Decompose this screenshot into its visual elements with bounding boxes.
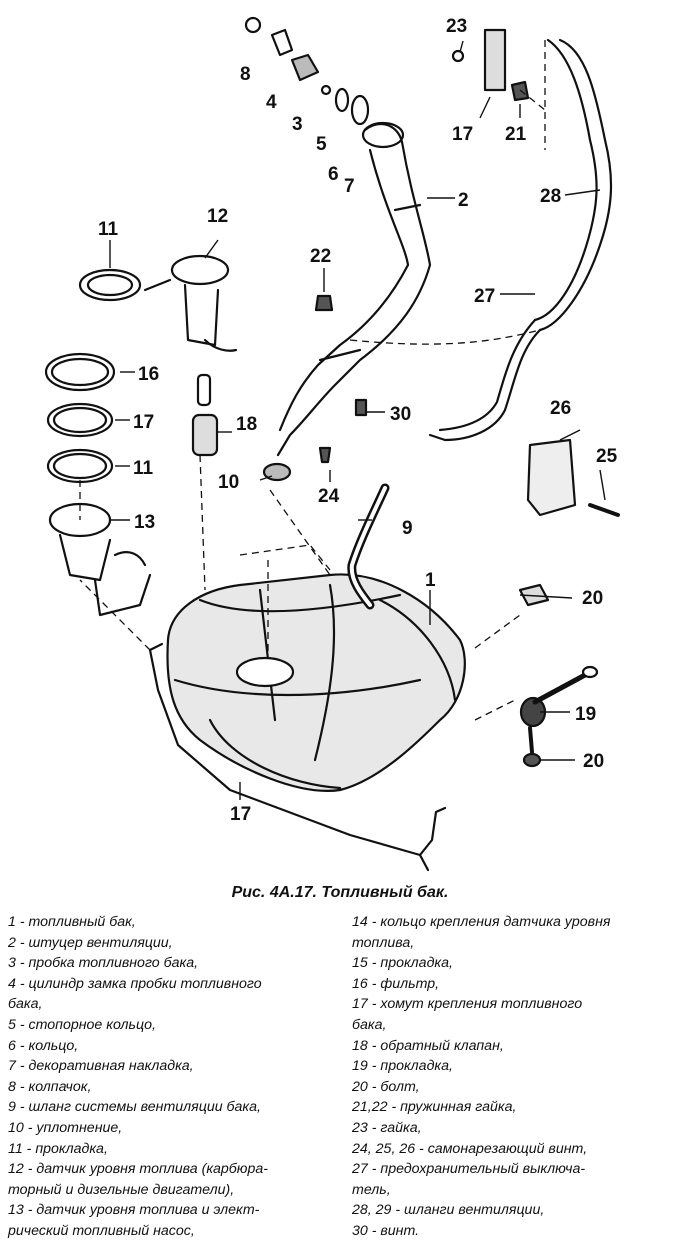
legend-line: 6 - кольцо, [8,1037,79,1054]
legend-line: торный и дизельные двигатели), [8,1181,235,1198]
callout-29: 28 [540,186,561,207]
legend-line: 20 - болт, [352,1078,420,1095]
legend-left-column: 1 - топливный бак, 2 - штуцер вентиляции… [8,912,342,1242]
callout-12: 12 [207,206,228,227]
callout-25: 24 [318,486,340,507]
callout-4: 4 [266,92,277,113]
retaining-ring-5 [320,84,332,96]
legend-line: 3 - пробка топливного бака, [8,955,199,972]
callout-11-top: 11 [98,219,119,240]
fuel-tank [166,573,466,792]
figure-caption: Рис. 4А.17. Топливный бак. [231,884,449,901]
trim-7 [350,94,370,126]
screw-30 [354,398,368,417]
vent-hoses [428,38,613,442]
legend-line: 8 - колпачок, [8,1078,92,1095]
callout-5: 5 [316,134,327,155]
legend-line: тель, [352,1181,391,1198]
callout-17: 17 [230,804,251,825]
legend-line: 16 - фильтр, [352,975,440,992]
callout-21: 20 [582,588,603,609]
legend-line: 5 - стопорное кольцо, [8,1016,156,1033]
fuel-tank-diagram: 8 4 3 5 6 7 23 17 21 28 2 11 12 22 27 16… [44,16,620,872]
legend-line: 24, 25, 26 - самонарезающий винт, [352,1140,588,1157]
callout-22: 21 [505,124,527,145]
legend-line: 17 - хомут крепления топливного [352,996,583,1013]
legend-line: 21,22 - пружинная гайка, [352,1099,517,1116]
legend-right-column: 14 - кольцо крепления датчика уровня топ… [352,912,676,1242]
callout-26: 25 [596,446,618,467]
callout-19: 19 [575,704,596,725]
callout-1: 1 [425,570,436,591]
callout-3: 3 [292,114,303,135]
legend-line: 9 - шланг системы вентиляции бака, [8,1099,261,1116]
ring-14 [44,352,116,392]
cap-8 [244,16,262,34]
callout-18: 17 [452,124,473,145]
callout-30: 30 [390,404,411,425]
legend-line: 19 - прокладка, [352,1058,453,1075]
legend-line: 27 - предохранительный выключа- [352,1161,586,1178]
callout-11-bottom: 11 [133,458,154,479]
legend-line: 28, 29 - шланги вентиляции, [352,1202,545,1219]
legend-line: 1 - топливный бак, [8,914,136,930]
callout-15: 17 [133,412,154,433]
callout-27: 26 [550,398,571,419]
safety-switch-27 [526,438,620,517]
legend-line: 13 - датчик уровня топлива и элект- [8,1202,260,1219]
legend-line: 14 - кольцо крепления датчика уровня [352,914,611,930]
legend-line: 7 - декоративная накладка, [8,1058,194,1075]
filler-neck [276,121,432,457]
legend-line: рический топливный насос, [8,1222,195,1239]
legend-line: 30 - винт. [352,1222,420,1239]
legend-line: 11 - прокладка, [8,1140,108,1157]
legend-line: 15 - прокладка, [352,955,453,972]
screw-25 [318,446,332,464]
legend-line: 18 - обратный клапан, [352,1037,504,1054]
callout-7: 7 [344,176,355,197]
callout-10: 10 [218,472,239,493]
legend-line: 10 - уплотнение, [8,1119,123,1136]
legend-line: 4 - цилиндр замка пробки топливного [8,975,262,992]
callout-2: 2 [458,190,469,211]
spring-nut-21 [518,583,550,607]
legend-line: 12 - датчик уровня топлива (карбюра- [8,1161,268,1178]
callout-8: 8 [240,64,251,85]
callout-6: 6 [328,164,339,185]
callout-20: 20 [583,751,604,772]
callout-28: 27 [474,286,495,307]
callout-23: 22 [310,246,331,267]
ring-6 [334,87,350,113]
nut-23 [314,294,334,312]
callout-9: 9 [402,518,413,539]
gasket-11-top [78,268,142,302]
gasket-19 [519,665,599,728]
legend-line: 2 - штуцер вентиляции, [8,934,173,951]
check-valve-18 [451,28,530,102]
legend-line: бака, [8,996,43,1013]
gasket-15 [46,402,114,438]
filler-cap-3 [290,53,320,82]
legend-line: 23 - гайка, [352,1119,422,1136]
lock-cylinder-4 [270,28,294,57]
level-sensor-12 [143,254,238,407]
fuel-filter [191,413,219,457]
legend-line: топлива, [352,934,415,951]
callout-13: 13 [134,512,155,533]
callout-16: 18 [236,414,257,435]
callout-24: 23 [446,16,467,37]
legend-line: бака, [352,1016,387,1033]
tank-strap [148,642,447,872]
callout-14: 16 [138,364,159,385]
bolt-20 [522,726,542,768]
